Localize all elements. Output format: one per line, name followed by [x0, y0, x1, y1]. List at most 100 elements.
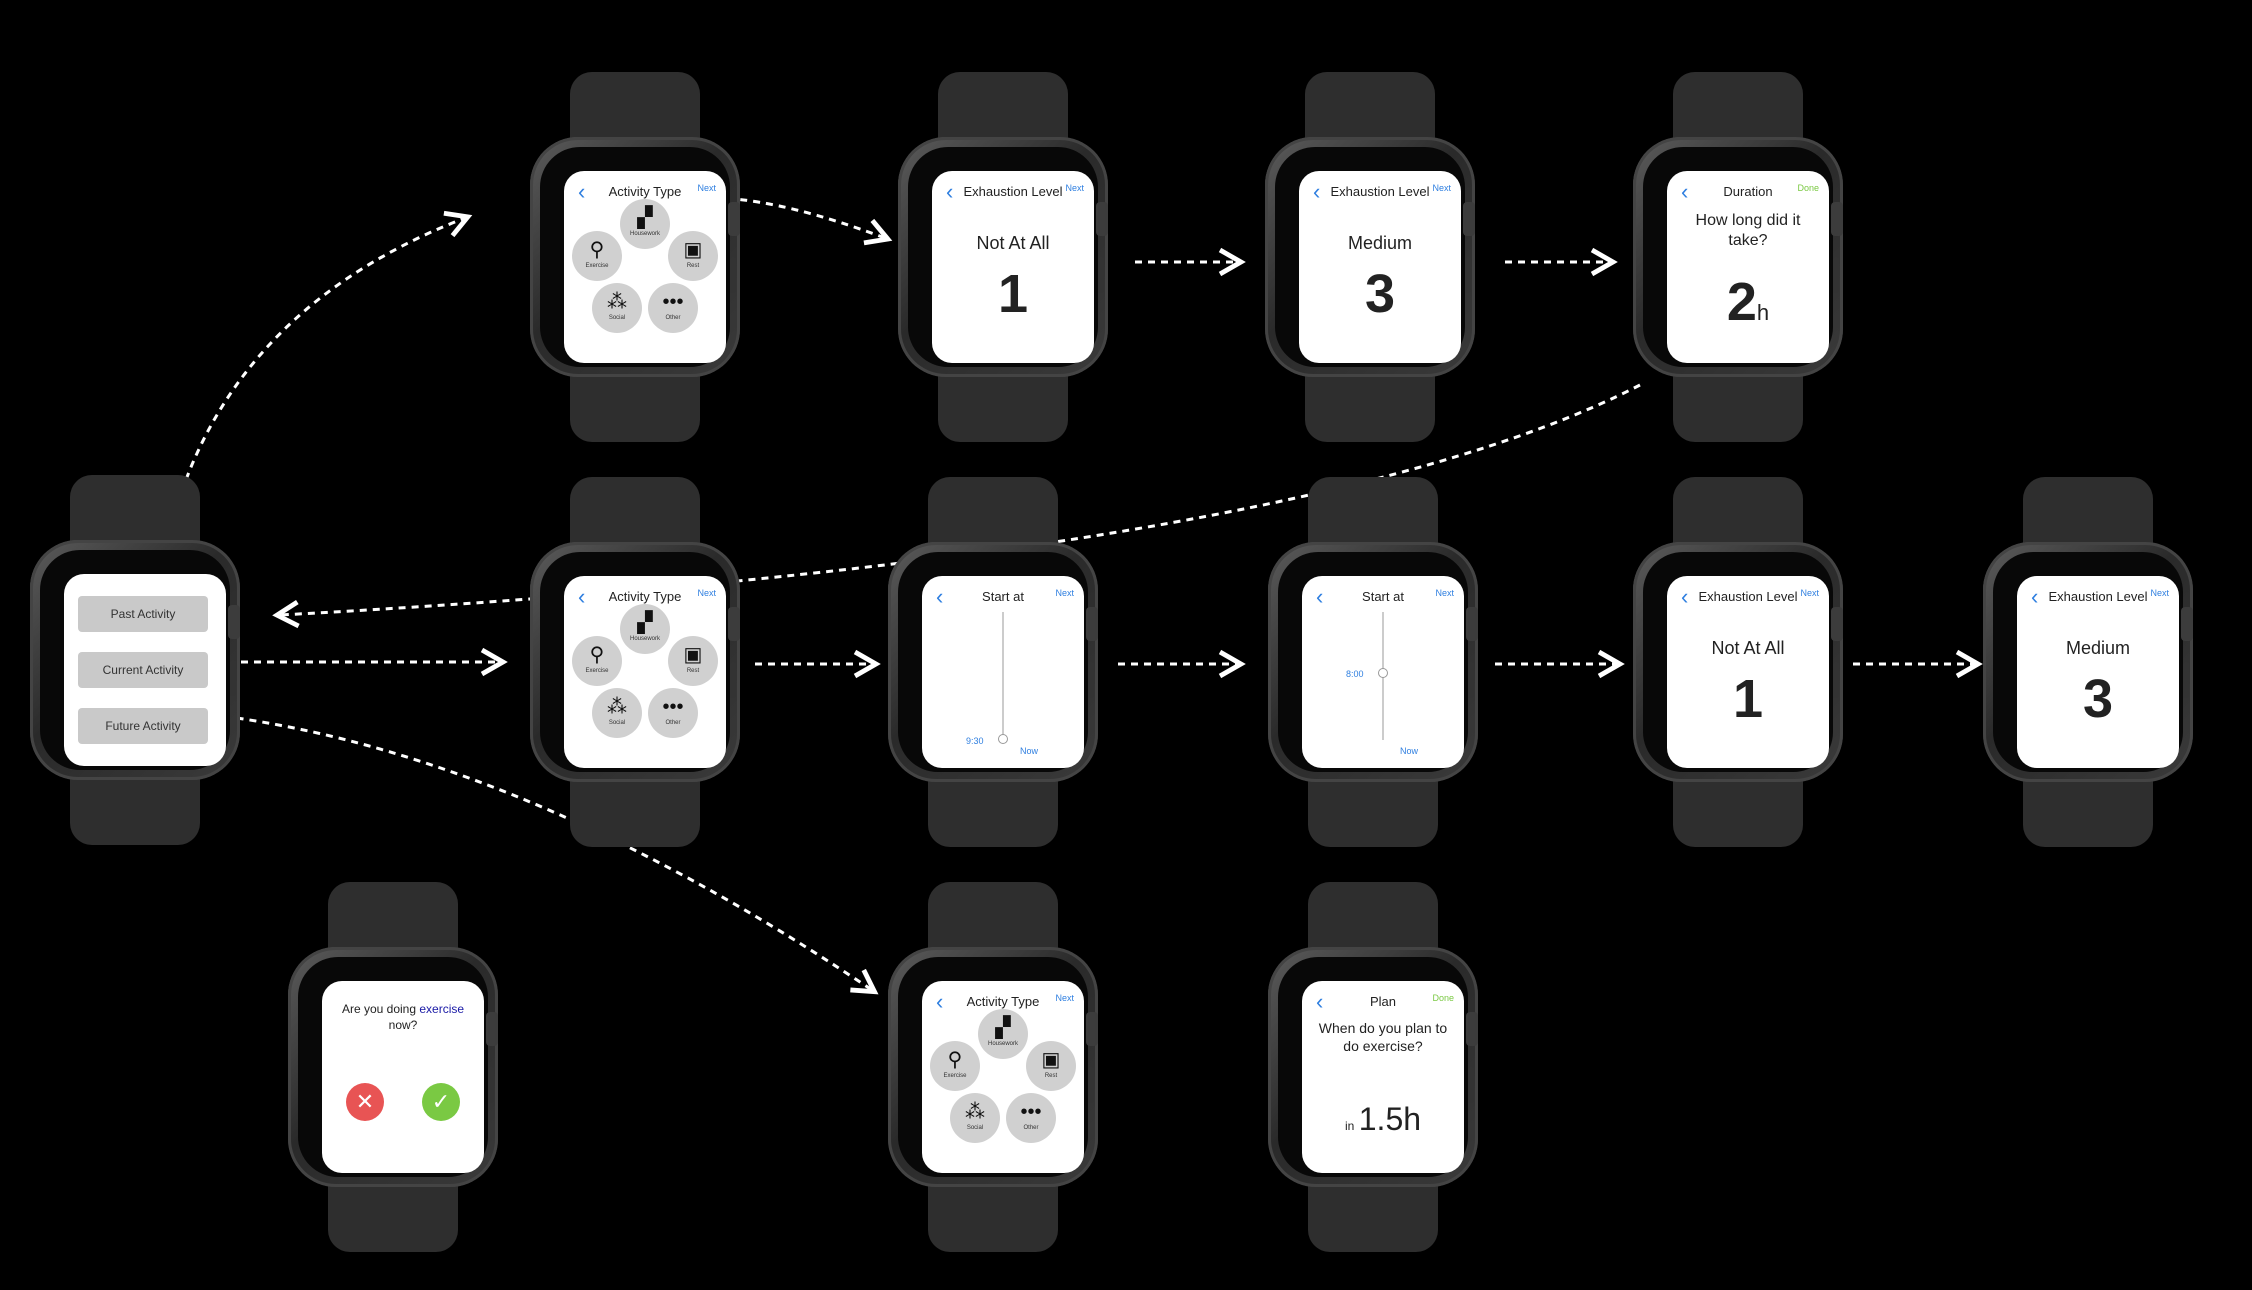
next-button[interactable]: Next [1432, 183, 1451, 193]
future-activity-button[interactable]: Future Activity [78, 708, 208, 744]
back-icon[interactable]: ‹ [2031, 584, 2039, 609]
back-icon[interactable]: ‹ [578, 179, 586, 204]
screen-title: Activity Type [608, 589, 682, 604]
watch-start-at-b: ‹ Start at Next 8:00 Now [1268, 477, 1478, 847]
activity-social[interactable]: ⁂Social [592, 283, 642, 333]
watch-activity-type-future: ‹ Activity Type Next ▞Housework ⚲Exercis… [888, 882, 1098, 1252]
back-icon[interactable]: ‹ [1313, 179, 1321, 204]
activity-social[interactable]: ⁂Social [592, 688, 642, 738]
watch-duration: ‹ Duration Done How long did it take? 2h [1633, 72, 1843, 442]
time-slider-track[interactable] [1002, 612, 1004, 740]
more-icon: ••• [662, 291, 684, 313]
back-icon[interactable]: ‹ [936, 989, 944, 1014]
activity-type-screen: ‹ Activity Type Next ▞Housework ⚲Exercis… [564, 576, 726, 768]
exercise-icon: ⚲ [589, 239, 605, 261]
watch-exhaustion-low-2: ‹ Exhaustion Level Next Not At All 1 [1633, 477, 1843, 847]
done-button[interactable]: Done [1432, 993, 1454, 1003]
activity-other[interactable]: •••Other [648, 688, 698, 738]
back-icon[interactable]: ‹ [1681, 584, 1689, 609]
now-label[interactable]: Now [1400, 746, 1419, 756]
activity-housework[interactable]: ▞Housework [620, 199, 670, 249]
exhaustion-screen: ‹ Exhaustion Level Next Not At All 1 [932, 171, 1094, 363]
level-label: Not At All [1711, 638, 1785, 658]
watch-plan: ‹ Plan Done When do you plan to do exerc… [1268, 882, 1478, 1252]
back-icon[interactable]: ‹ [578, 584, 586, 609]
duration-value: 2 [1726, 272, 1757, 332]
next-button[interactable]: Next [1435, 588, 1454, 598]
exhaustion-screen: ‹ Exhaustion Level Next Not At All 1 [1667, 576, 1829, 768]
time-slider-knob[interactable] [998, 734, 1008, 744]
back-icon[interactable]: ‹ [1316, 989, 1324, 1014]
level-value: 3 [2082, 669, 2114, 729]
confirm-button[interactable]: ✓ [422, 1083, 460, 1121]
watch-start-at-a: ‹ Start at Next 9:30 Now [888, 477, 1098, 847]
activity-exercise[interactable]: ⚲Exercise [572, 636, 622, 686]
back-icon[interactable]: ‹ [936, 584, 944, 609]
next-button[interactable]: Next [1055, 993, 1074, 1003]
watch-main-menu: Past Activity Current Activity Future Ac… [30, 475, 240, 845]
screen-title: Duration [1723, 184, 1773, 199]
activity-rest[interactable]: ▣Rest [668, 231, 718, 281]
duration-unit: h [1756, 300, 1770, 325]
back-icon[interactable]: ‹ [946, 179, 954, 204]
checkmark-icon: ✓ [431, 1089, 451, 1114]
activity-other[interactable]: •••Other [648, 283, 698, 333]
plan-prefix: in [1344, 1119, 1355, 1133]
next-button[interactable]: Next [1065, 183, 1084, 193]
activity-housework[interactable]: ▞Housework [978, 1009, 1028, 1059]
more-icon: ••• [662, 696, 684, 718]
activity-rest[interactable]: ▣Rest [1026, 1041, 1076, 1091]
start-at-screen: ‹ Start at Next 9:30 Now [922, 576, 1084, 768]
next-button[interactable]: Next [697, 588, 716, 598]
screen-title: Start at [1362, 589, 1404, 604]
screen-title: Exhaustion Level [963, 184, 1063, 199]
done-button[interactable]: Done [1797, 183, 1819, 193]
start-at-screen: ‹ Start at Next 8:00 Now [1302, 576, 1464, 768]
watch-exercise-prompt: Are you doing exercise now? ✕ ✓ [288, 882, 498, 1252]
plan-value-row[interactable]: in 1.5h [1302, 1101, 1464, 1138]
close-icon: ✕ [355, 1089, 375, 1114]
activity-housework[interactable]: ▞Housework [620, 604, 670, 654]
activity-exercise[interactable]: ⚲Exercise [572, 231, 622, 281]
screen-title: Plan [1369, 994, 1397, 1009]
arrow-future-to-activity [184, 710, 879, 995]
past-activity-button[interactable]: Past Activity [78, 596, 208, 632]
next-button[interactable]: Next [1055, 588, 1074, 598]
selected-time: 9:30 [966, 736, 984, 746]
decline-button[interactable]: ✕ [346, 1083, 384, 1121]
activity-highlight: exercise [419, 1002, 465, 1016]
current-activity-button[interactable]: Current Activity [78, 652, 208, 688]
activity-type-screen: ‹ Activity Type Next ▞Housework ⚲Exercis… [922, 981, 1084, 1173]
level-value: 1 [997, 264, 1029, 324]
activity-rest[interactable]: ▣Rest [668, 636, 718, 686]
next-button[interactable]: Next [1800, 588, 1819, 598]
level-label: Medium [1347, 233, 1413, 253]
watch-activity-type-current: ‹ Activity Type Next ▞Housework ⚲Exercis… [530, 477, 740, 847]
exhaustion-screen: ‹ Exhaustion Level Next Medium 3 [2017, 576, 2179, 768]
exercise-icon: ⚲ [589, 644, 605, 666]
back-icon[interactable]: ‹ [1681, 179, 1689, 204]
activity-type-screen: ‹ Activity Type Next ▞Housework ⚲Exercis… [564, 171, 726, 363]
rest-icon: ▣ [683, 239, 703, 261]
time-slider-knob[interactable] [1378, 668, 1388, 678]
social-icon: ⁂ [607, 291, 627, 313]
selected-time: 8:00 [1346, 669, 1364, 679]
watch-exhaustion-medium: ‹ Exhaustion Level Next Medium 3 [1265, 72, 1475, 442]
watch-exhaustion-medium-2: ‹ Exhaustion Level Next Medium 3 [1983, 477, 2193, 847]
plan-value: 1.5h [1358, 1101, 1422, 1137]
duration-value-row[interactable]: 2h [1667, 271, 1829, 333]
next-button[interactable]: Next [697, 183, 716, 193]
activity-exercise[interactable]: ⚲Exercise [930, 1041, 980, 1091]
housework-icon: ▞ [637, 612, 653, 634]
next-button[interactable]: Next [2150, 588, 2169, 598]
back-icon[interactable]: ‹ [1316, 584, 1324, 609]
duration-question: How long did it take? [1695, 212, 1801, 249]
activity-social[interactable]: ⁂Social [950, 1093, 1000, 1143]
screen-title: Activity Type [608, 184, 682, 199]
activity-other[interactable]: •••Other [1006, 1093, 1056, 1143]
more-icon: ••• [1020, 1101, 1042, 1123]
now-label[interactable]: Now [1020, 746, 1039, 756]
level-label: Not At All [976, 233, 1050, 253]
social-icon: ⁂ [607, 696, 627, 718]
main-menu-screen: Past Activity Current Activity Future Ac… [64, 574, 226, 766]
